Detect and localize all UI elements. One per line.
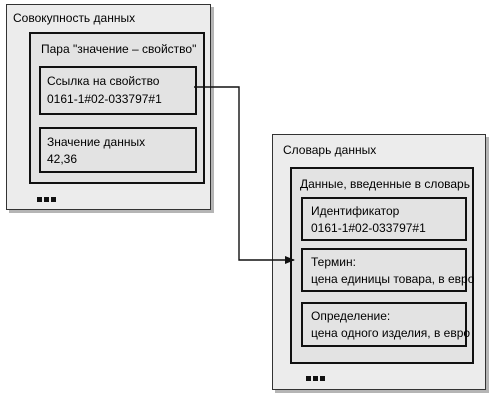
pair-title: Пара "значение – свойство" xyxy=(41,42,197,56)
definition-label: Определение: xyxy=(311,309,391,323)
continuation-marker xyxy=(37,197,56,202)
data-set-title: Совокупность данных xyxy=(13,11,136,25)
identifier-label: Идентификатор xyxy=(311,204,400,218)
connector-line xyxy=(194,86,295,264)
data-value-box: Значение данных 42,36 xyxy=(39,127,197,173)
data-dictionary-block: Словарь данных Данные, введенные в слова… xyxy=(272,134,486,390)
value-property-pair-block: Пара "значение – свойство" Ссылка на сво… xyxy=(29,32,205,184)
term-label: Термин: xyxy=(311,255,356,269)
data-dictionary-title: Словарь данных xyxy=(283,143,377,157)
property-reference-value: 0161-1#02-033797#1 xyxy=(47,92,162,106)
data-set-block: Совокупность данных Пара "значение – сво… xyxy=(6,4,211,210)
dictionary-entry-block: Данные, введенные в словарь Идентификато… xyxy=(290,167,474,364)
property-reference-box: Ссылка на свойство 0161-1#02-033797#1 xyxy=(39,66,197,115)
data-value-value: 42,36 xyxy=(47,152,78,166)
identifier-box: Идентификатор 0161-1#02-033797#1 xyxy=(301,197,467,241)
definition-value: цена одного изделия, в евро xyxy=(311,326,471,340)
continuation-marker xyxy=(306,376,325,381)
term-box: Термин: цена единицы товара, в евро xyxy=(301,248,474,292)
definition-box: Определение: цена одного изделия, в евро xyxy=(301,302,471,347)
dictionary-entry-title: Данные, введенные в словарь xyxy=(300,177,470,191)
identifier-value: 0161-1#02-033797#1 xyxy=(311,221,426,235)
term-value: цена единицы товара, в евро xyxy=(311,272,475,286)
data-value-label: Значение данных xyxy=(47,135,146,149)
property-reference-label: Ссылка на свойство xyxy=(47,74,160,88)
